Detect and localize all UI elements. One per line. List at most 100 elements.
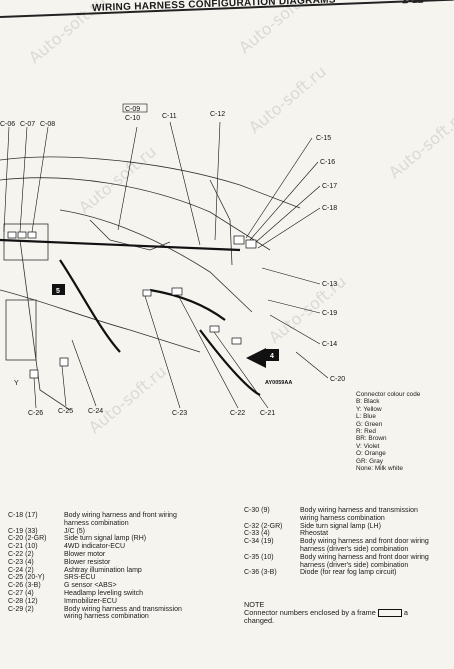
leader-line [255, 185, 321, 243]
connector-code: C-26 (3-B) [8, 582, 41, 590]
watermark: Auto-soft.ru [234, 0, 320, 58]
table-row: C-19 (33)J/C (5) [8, 528, 182, 536]
connector-code: C-34 (19) [244, 538, 274, 546]
connector-code: C-21 (10) [8, 543, 38, 551]
connector-code: C-28 (12) [8, 597, 38, 605]
note-block: NOTE Connector numbers enclosed by a fra… [244, 600, 408, 626]
table-row: harness combination [8, 520, 182, 528]
leader-line [269, 314, 321, 345]
table-row: wiring harness combination [8, 613, 182, 621]
table-row: C-26 (3-B) G sensor <ABS> [8, 582, 182, 590]
table-row: C-24 (2)Ashtray illumination lamp [8, 567, 182, 575]
table-row: C-34 (19)Body wiring harness and front d… [244, 538, 429, 546]
table-row: C-36 (3-B)Diode (for rear fog lamp circu… [244, 569, 429, 577]
connector-description: G sensor <ABS> [64, 582, 117, 590]
table-row: C-20 (2-GR)Side turn signal lamp (RH) [8, 535, 182, 543]
leader-line [261, 267, 321, 285]
leader-line [249, 161, 319, 241]
connector-body [171, 287, 183, 296]
leader-line [245, 137, 313, 239]
connector-description: harness (driver's side) combination [300, 545, 409, 553]
connector-code [8, 613, 64, 621]
table-row: C-22 (2)Blower motor [8, 551, 182, 559]
legend-item: Y: Yellow [356, 405, 382, 413]
note-text: Connector numbers enclosed by a frame [244, 608, 376, 618]
connector-code: C-27 (4) [8, 589, 34, 597]
connector-label: C-14 [322, 341, 337, 348]
connector-description: Side turn signal lamp (RH) [64, 535, 147, 543]
connector-code: C-29 (2) [8, 605, 34, 613]
connector-description: Blower resistor [64, 558, 111, 566]
dash-top-edge [0, 156, 301, 209]
connector-body [209, 325, 220, 333]
connector-label: C-22 [230, 410, 245, 417]
connector-description: Blower motor [64, 550, 106, 558]
column-outline [209, 179, 233, 266]
table-row: C-35 (10) Body wiring harness and front d… [244, 554, 429, 562]
connector-table-right: C-30 (9) Body wiring harness and transmis… [244, 507, 429, 577]
connector-label: C-19 [322, 310, 337, 317]
connector-description: Body wiring harness and front door wirin… [300, 553, 429, 561]
connector-description: Rheostat [300, 530, 329, 538]
connector-description: Body wiring harness and transmission [300, 507, 418, 514]
connector-description: harness combination [64, 519, 129, 527]
connector-description: wiring harness combination [64, 613, 149, 621]
connector-description: Body wiring harness and front wiring [64, 512, 177, 519]
leader-line [33, 377, 37, 409]
connector-body [27, 231, 37, 239]
connector-label: C-10 [125, 115, 140, 122]
connector-code [244, 515, 300, 523]
table-row: harness (driver's side) combination [244, 546, 429, 554]
note-text-end: a [403, 608, 408, 618]
legend-item: G: Green [356, 420, 383, 428]
connector-label: C-12 [210, 111, 225, 118]
connector-code: C-35 (10) [244, 553, 274, 561]
connector-description: Diode (for rear fog lamp circuit) [300, 569, 397, 577]
leader-line [71, 339, 97, 407]
legend-item: R: Red [356, 428, 376, 436]
connector-label: C-11 [162, 113, 177, 120]
main-harness [0, 238, 241, 252]
connector-code: C-30 (9) [244, 507, 270, 514]
table-row: wiring harness combination [244, 515, 429, 523]
harness-branch [149, 288, 226, 321]
dash-upper-line [0, 177, 271, 251]
console-outline [19, 239, 71, 411]
callout-4-number: 4 [270, 353, 274, 360]
connector-label: C-07 [20, 121, 35, 128]
connector-label: C-26 [28, 410, 43, 417]
connector-description: harness (driver's side) combination [300, 561, 409, 569]
leader-line [31, 126, 49, 233]
note-title: NOTE [244, 600, 265, 609]
table-row: C-30 (9) Body wiring harness and transmis… [244, 507, 429, 515]
connector-description: Side turn signal lamp (LH) [300, 522, 381, 530]
note-text: changed. [244, 616, 275, 626]
connector-description: Body wiring harness and transmission [64, 605, 182, 613]
legend-item: B: Black [356, 398, 380, 406]
connector-code: C-32 (2-GR) [244, 522, 283, 530]
legend-title: Connector colour code [356, 391, 421, 398]
connector-code: C-25 (20-Y) [8, 574, 45, 582]
legend-item: BR: Brown [356, 435, 387, 443]
legend-item: L: Blue [356, 413, 376, 421]
connector-body [29, 369, 39, 379]
connector-label: C-08 [40, 121, 55, 128]
connector-code: C-18 (17) [8, 512, 38, 519]
connector-description: Ashtray illumination lamp [64, 566, 142, 574]
connector-label: C-09 [125, 106, 140, 113]
dash-middle-line [59, 209, 253, 313]
callout-arrow [246, 348, 266, 368]
connector-description: SRS-ECU [64, 574, 96, 582]
leader-line [61, 365, 67, 407]
table-row: C-21 (10)4WD indicator-ECU [8, 543, 182, 551]
leader-line [213, 331, 269, 409]
connector-body [59, 357, 69, 367]
connector-body [233, 235, 245, 245]
changed-connector-frame [122, 103, 148, 113]
leader-line [177, 294, 239, 409]
connector-label: C-17 [322, 183, 337, 190]
connector-label: C-16 [320, 159, 335, 166]
connector-body [142, 289, 152, 297]
connector-description: Immobilizer-ECU [64, 597, 117, 605]
